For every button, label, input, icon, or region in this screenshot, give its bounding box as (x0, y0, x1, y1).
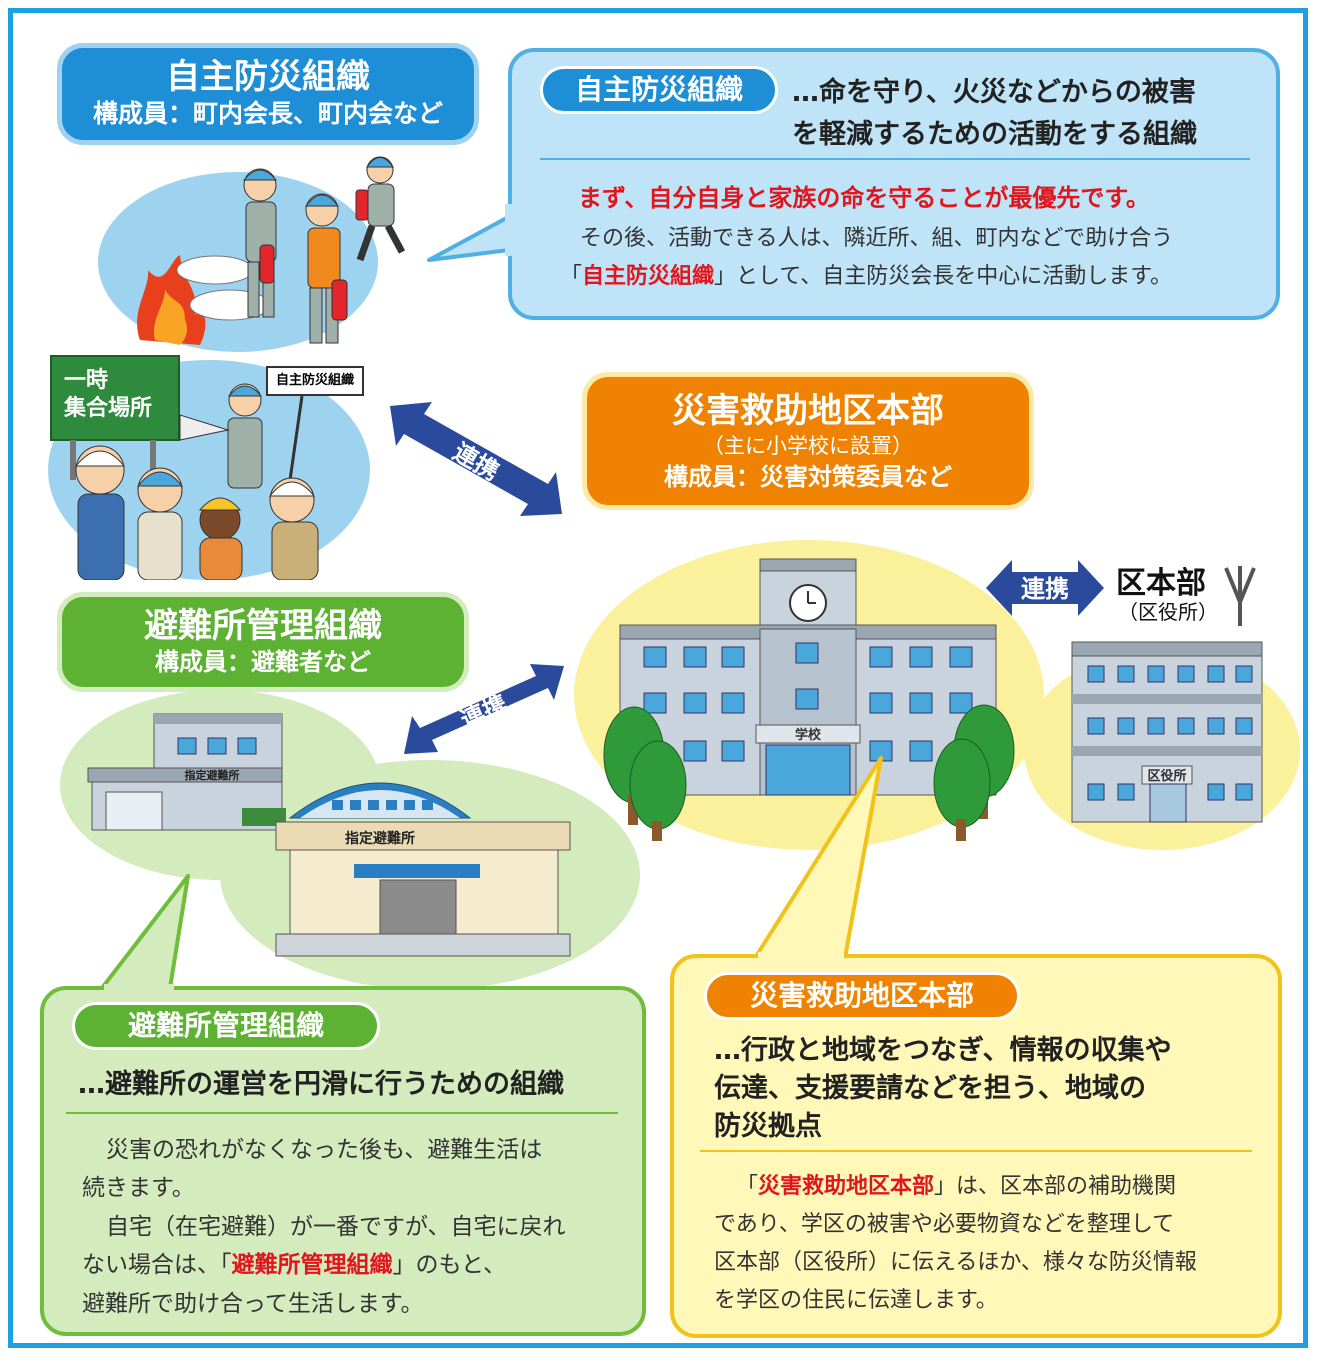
hq-bubble-tail (753, 756, 883, 960)
ward-building-sign: 区役所 (1147, 768, 1186, 784)
assembly-sign-line-2: 集合場所 (64, 396, 153, 421)
shelter-org-label-title: 避難所管理組織 (144, 606, 382, 646)
shelter-org-body-3: 自宅（在宅避難）が一番ですが、自宅に戻れ (106, 1214, 566, 1240)
self-org-body-2-rest: 」として、自主防災会長を中心に活動します。 (714, 264, 1173, 289)
shelter-org-label-members: 構成員：避難者など (155, 648, 371, 676)
self-org-emphasis: 自主防災組織 (582, 264, 715, 289)
self-org-body-1: その後、活動できる人は、隣近所、組、町内などで助け合う (580, 226, 1174, 251)
shelter-org-body-2: 続きます。 (82, 1175, 195, 1201)
hq-bubble-pill: 災害救助地区本部 (704, 972, 1020, 1020)
shelter-org-body-5: 避難所で助け合って生活します。 (82, 1291, 424, 1317)
shelter-org-body-4-pre: ない場合は、「 (82, 1252, 232, 1278)
shelter-illustration: 指定避難所 指定避難所 (87, 713, 571, 957)
outer-frame (8, 8, 1308, 1348)
hq-heading-3: 防災拠点 (714, 1111, 822, 1142)
shelter-org-label: 避難所管理組織 構成員：避難者など (57, 592, 469, 692)
shelter-org-emphasis: 避難所管理組織 (231, 1252, 393, 1278)
school-illustration: 学校 (603, 558, 1015, 841)
self-org-label-title: 自主防災組織 (166, 57, 370, 97)
hq-body-2: であり、学区の被害や必要物資などを整理して (714, 1212, 1175, 1237)
link-arrow-bottom: 連携 (404, 664, 564, 754)
shelter-org-body-4: ない場合は、「避難所管理組織」のもと、 (82, 1245, 506, 1279)
link-arrow-right: 連携 (986, 560, 1104, 616)
school-sign: 学校 (795, 727, 822, 743)
hq-body-4: を学区の住民に伝達します。 (714, 1288, 998, 1313)
link-label-right: 連携 (1021, 575, 1069, 603)
shelter-org-body-1: 災害の恐れがなくなった後も、避難生活は (106, 1137, 543, 1163)
hq-bubble-tail-cover (758, 952, 844, 962)
self-org-bubble-tail-cover (505, 204, 515, 256)
shelter-org-body-4-post: 」のもと、 (392, 1252, 507, 1278)
hq-body-1: 「災害救助地区本部」は、区本部の補助機関 (736, 1168, 1176, 1200)
ward-title: 区本部 (1116, 566, 1206, 601)
shelter-bubble-tail (100, 874, 190, 990)
hq-label-sub: （主に小学校に設置） (703, 434, 913, 458)
assembly-point-sign: 一時 集合場所 (50, 355, 180, 441)
shelter-bubble-tail-cover (104, 984, 174, 994)
assembly-sign-line-1: 一時 (64, 368, 109, 393)
self-org-heading-1: …命を守り、火災などからの被害 (792, 77, 1196, 108)
shelter-sign-large: 指定避難所 (345, 830, 415, 847)
sign-pole (70, 440, 76, 480)
self-org-body-2: 「自主防災組織」として、自主防災会長を中心に活動します。 (560, 258, 1172, 290)
hq-label-title: 災害救助地区本部 (672, 391, 944, 431)
hq-body-1-pre: 「 (736, 1174, 759, 1199)
self-org-divider (540, 158, 1250, 160)
hq-label: 災害救助地区本部 （主に小学校に設置） 構成員：災害対策委員など (582, 372, 1034, 510)
self-org-label-members: 構成員：町内会長、町内会など (92, 99, 443, 128)
hq-heading-2: 伝達、支援要請などを担う、地域の (714, 1073, 1146, 1104)
ward-office-illustration: 区役所 (1071, 566, 1263, 823)
hq-body-1-post: 」は、区本部の補助機関 (934, 1174, 1177, 1199)
shelter-org-divider (66, 1112, 618, 1114)
shelter-org-bubble-pill: 避難所管理組織 (72, 1002, 380, 1050)
assembly-people-illustration (74, 383, 319, 580)
shelter-sign-small: 指定避難所 (185, 768, 240, 782)
hq-label-members: 構成員：災害対策委員など (664, 463, 952, 491)
quote-open: 「 (560, 264, 583, 289)
hq-body-3: 区本部（区役所）に伝えるほか、様々な防災情報 (714, 1250, 1197, 1275)
self-org-label: 自主防災組織 構成員：町内会長、町内会など (57, 43, 479, 145)
self-org-heading-2: を軽減するための活動をする組織 (792, 119, 1197, 150)
self-org-priority: まず、自分自身と家族の命を守ることが最優先です。 (578, 184, 1150, 212)
hq-emphasis: 災害救助地区本部 (758, 1174, 935, 1199)
hq-heading-1: …行政と地域をつなぎ、情報の収集や (714, 1035, 1172, 1066)
hq-divider (700, 1150, 1252, 1152)
self-org-bubble-pill: 自主防災組織 (540, 66, 778, 114)
firefighting-illustration (137, 156, 406, 345)
ward-sub: （区役所） (1118, 600, 1218, 624)
shelter-org-heading: …避難所の運営を円滑に行うための組織 (78, 1069, 564, 1100)
link-arrow-top: 連携 (390, 402, 562, 516)
sign-pole (150, 440, 156, 480)
self-org-placard: 自主防災組織 (266, 366, 364, 396)
